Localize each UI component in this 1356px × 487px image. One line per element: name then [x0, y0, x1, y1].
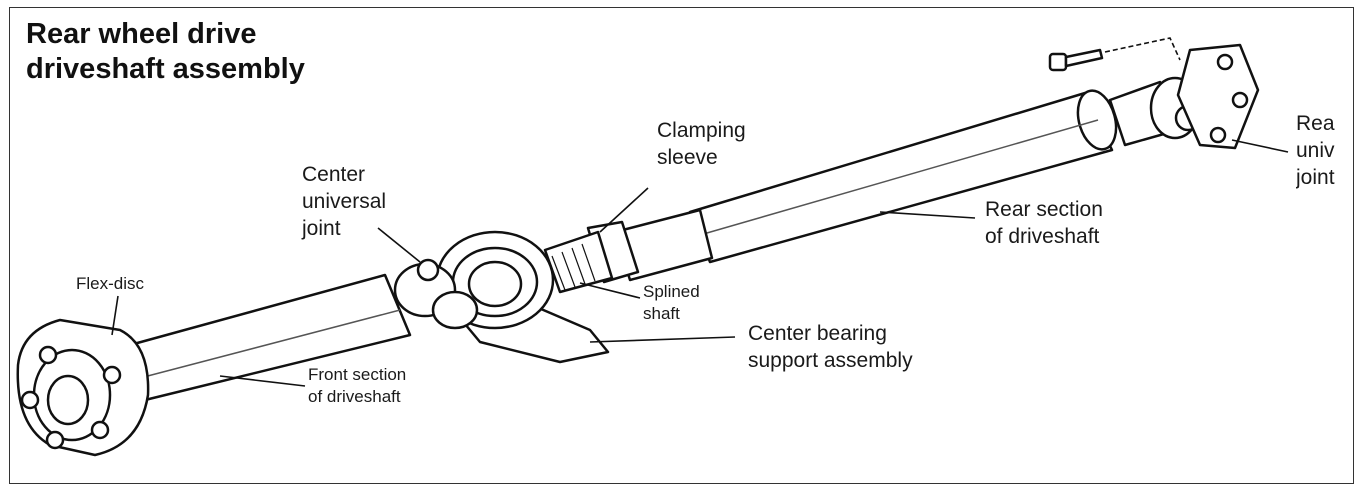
label-line: support assembly — [748, 349, 913, 372]
label-line: Rea — [1296, 112, 1335, 135]
label-splined-shaft: Splined shaft — [643, 281, 700, 325]
leader-splined-shaft — [579, 282, 641, 299]
diagram-frame — [9, 7, 1354, 484]
flange-bolt — [1048, 48, 1104, 72]
leader-center-uj — [377, 227, 421, 263]
label-rear-section: Rear section of driveshaft — [985, 196, 1103, 250]
leader-rear-uj — [1231, 139, 1289, 153]
flex-disc-shape — [16, 318, 150, 457]
label-clamping-sleeve: Clamping sleeve — [657, 117, 746, 171]
leader-bolt — [1104, 37, 1181, 61]
label-front-section: Front section of driveshaft — [308, 364, 406, 408]
label-line: Splined — [643, 282, 700, 301]
title-line-1: Rear wheel drive — [26, 18, 257, 50]
label-line: Front section — [308, 365, 407, 384]
label-line: joint — [302, 217, 341, 240]
leader-front-section — [219, 375, 306, 387]
splined-shaft-shape — [543, 230, 614, 294]
leader-clamping-sleeve — [599, 187, 649, 233]
label-line: joint — [1296, 166, 1335, 189]
center-universal-joint-shape — [393, 258, 479, 330]
label-rear-universal-joint: Rea univ joint — [1296, 110, 1346, 191]
label-line: Center — [302, 163, 366, 186]
label-line: universal — [302, 190, 387, 213]
label-center-universal-joint: Center universal joint — [302, 161, 386, 242]
label-line: sleeve — [657, 146, 718, 169]
rear-universal-joint-shape — [1108, 43, 1260, 150]
center-bearing-support-shape — [435, 230, 610, 364]
diagram-title: Rear wheel drive driveshaft assembly — [26, 17, 305, 87]
label-line: of driveshaft — [985, 225, 1100, 248]
label-line: univ — [1296, 139, 1335, 162]
leader-center-bearing — [589, 336, 736, 343]
label-line: Rear section — [985, 198, 1103, 221]
label-line: shaft — [643, 304, 680, 323]
title-line-2: driveshaft assembly — [26, 53, 305, 85]
label-line: of driveshaft — [308, 387, 401, 406]
leader-rear-section — [879, 211, 976, 219]
label-flex-disc: Flex-disc — [76, 274, 145, 293]
label-line: Clamping — [657, 119, 746, 142]
label-center-bearing-support: Center bearing support assembly — [748, 320, 913, 374]
label-line: Center bearing — [748, 322, 887, 345]
leader-flex-disc — [111, 295, 119, 336]
